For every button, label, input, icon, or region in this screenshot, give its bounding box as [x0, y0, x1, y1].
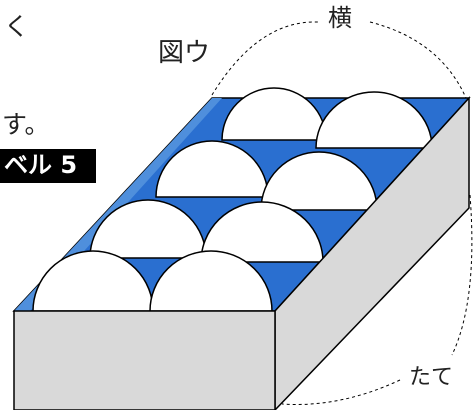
level-badge-text: ベル 5 [4, 151, 78, 179]
horizontal-dimension-arc [211, 21, 319, 96]
figure-label: 図ウ [158, 38, 211, 68]
text-fragment-middle: す。 [2, 110, 50, 139]
ball [260, 151, 378, 211]
ball [315, 91, 433, 149]
ball [89, 199, 207, 259]
ball [155, 140, 269, 198]
balls [32, 87, 433, 312]
level-badge [0, 149, 96, 183]
vertical-label: たて [409, 365, 454, 390]
vertical-dimension-arc [451, 194, 473, 356]
box-front-face [13, 310, 276, 410]
vertical-dimension-arc [281, 379, 401, 405]
text-fragment-top: く [4, 12, 30, 41]
ball [221, 87, 327, 141]
ball [32, 250, 154, 312]
ball [149, 250, 273, 312]
horizontal-label: 横 [328, 4, 352, 32]
horizontal-dimension-arc [369, 21, 467, 99]
ball [200, 201, 324, 263]
